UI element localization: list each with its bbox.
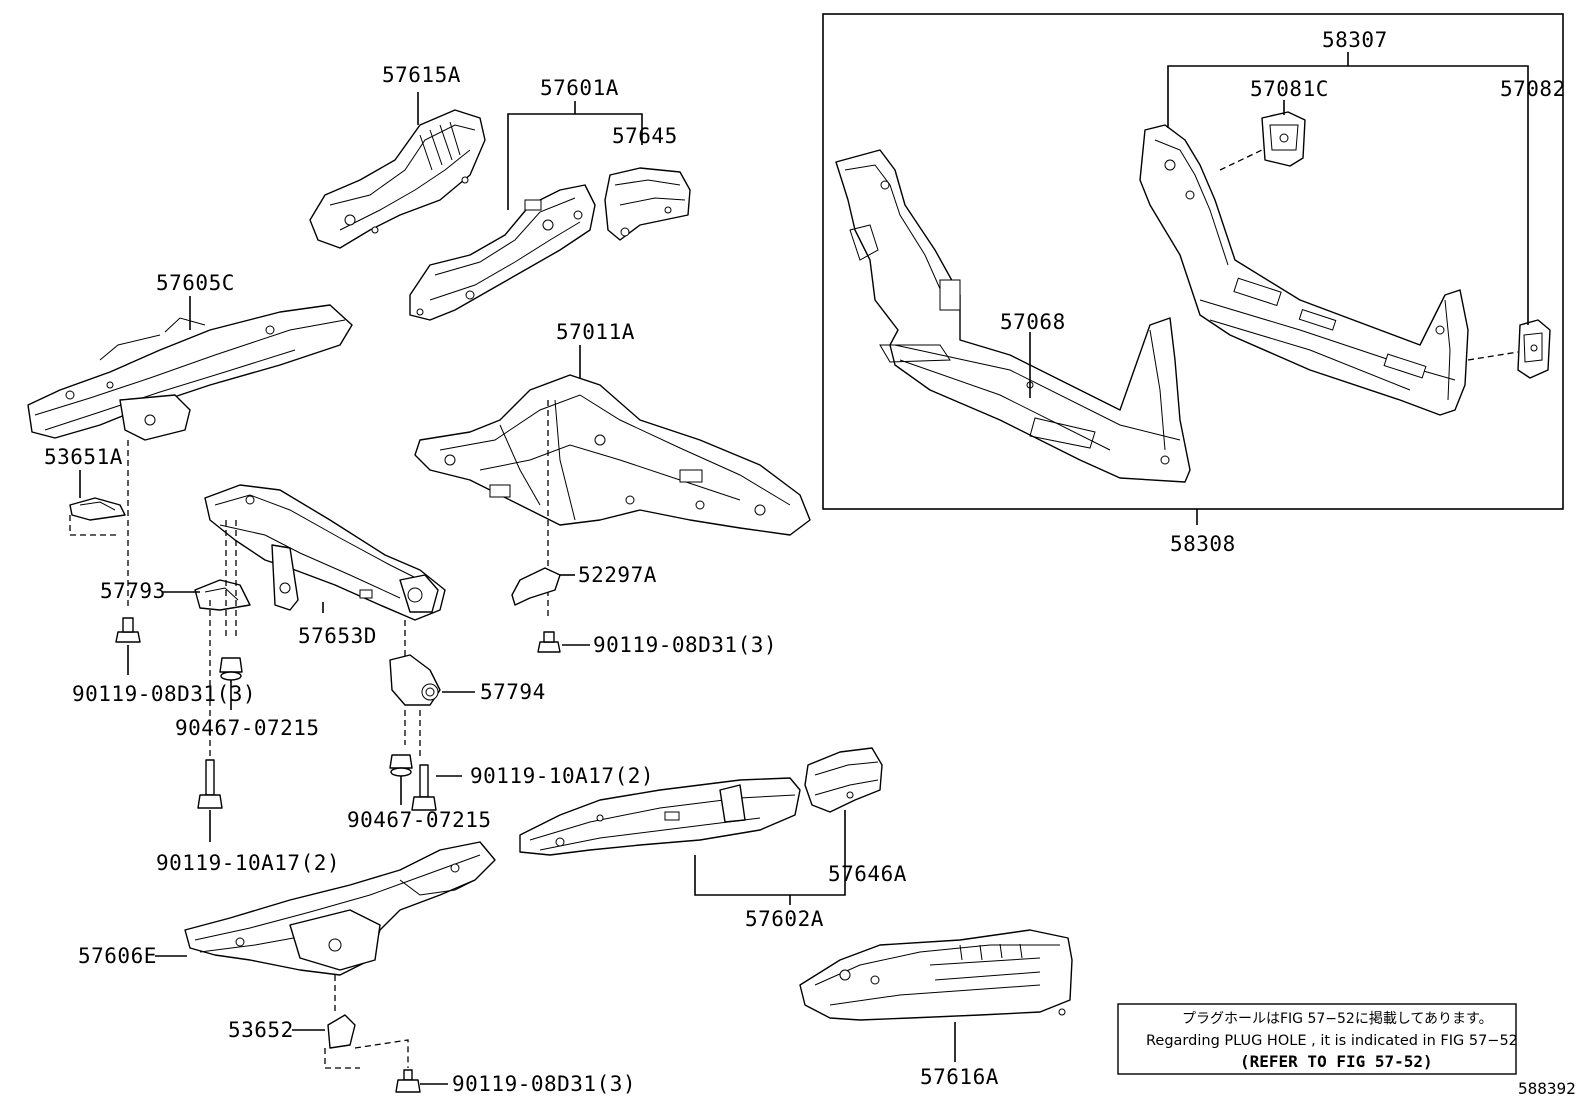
part-58307 [1139, 124, 1469, 416]
label-57082: 57082 [1500, 77, 1566, 101]
label-90119-08D31-left: 90119-08D31(3) [72, 682, 256, 706]
label-58308: 58308 [1170, 532, 1236, 556]
label-57011A: 57011A [556, 320, 635, 344]
label-57606E: 57606E [78, 944, 157, 968]
label-53651A: 53651A [44, 445, 123, 469]
part-57646A [804, 747, 883, 813]
figure-id: 588392 [1518, 1079, 1576, 1098]
label-52297A: 52297A [578, 563, 657, 587]
part-57601A [409, 184, 596, 321]
label-90467-07215-lower: 90467-07215 [347, 808, 492, 832]
part-57606E [184, 841, 496, 976]
part-53652 [327, 1014, 356, 1049]
part-57082 [1517, 319, 1551, 379]
label-57615A: 57615A [382, 63, 461, 87]
part-57653D [204, 484, 446, 621]
part-57645 [604, 167, 691, 241]
nut-90467-07215-lower [389, 754, 413, 777]
part-57615A [309, 109, 486, 249]
note-line-jp: プラグホールはFIG 57−52に掲載してあります。 [1182, 1011, 1493, 1027]
part-57011A [414, 374, 811, 536]
label-57602A: 57602A [745, 907, 824, 931]
note-line-en: Regarding PLUG HOLE , it is indicated in… [1146, 1033, 1518, 1049]
label-90119-10A17-lower: 90119-10A17(2) [470, 764, 654, 788]
part-52297A [511, 567, 561, 606]
bolt-90119-08D31-left [115, 617, 141, 643]
bolt-90119-08D31-bottom [395, 1069, 421, 1093]
bolt-90119-08D31-center [537, 631, 561, 653]
part-57794 [389, 654, 441, 706]
note-box [1117, 1003, 1517, 1075]
part-57605C [27, 304, 353, 441]
part-53651A [69, 497, 126, 521]
label-57601A: 57601A [540, 76, 619, 100]
nut-90467-07215-top [219, 657, 243, 681]
label-57794: 57794 [480, 680, 546, 704]
part-57068 [835, 149, 1191, 483]
label-90119-10A17-left: 90119-10A17(2) [156, 851, 340, 875]
label-90467-07215-top: 90467-07215 [175, 716, 320, 740]
label-57645: 57645 [612, 124, 678, 148]
label-57068: 57068 [1000, 310, 1066, 334]
label-58307: 58307 [1322, 28, 1388, 52]
label-57646A: 57646A [828, 862, 907, 886]
label-57605C: 57605C [156, 271, 235, 295]
bolt-90119-10A17-lower [411, 764, 437, 811]
part-57793 [194, 579, 251, 611]
label-53652: 53652 [228, 1018, 294, 1042]
note-line-ref: (REFER TO FIG 57-52) [1240, 1052, 1433, 1071]
label-57653D: 57653D [298, 624, 377, 648]
part-57081C [1261, 111, 1306, 167]
part-57602A [519, 777, 801, 856]
label-90119-08D31-bottom: 90119-08D31(3) [452, 1072, 636, 1096]
label-90119-08D31-center: 90119-08D31(3) [593, 633, 777, 657]
label-57793: 57793 [100, 579, 166, 603]
label-57616A: 57616A [920, 1065, 999, 1089]
bolt-90119-10A17-left [197, 759, 223, 809]
part-57616A [799, 929, 1073, 1021]
label-57081C: 57081C [1250, 77, 1329, 101]
assembly-inset-box [822, 13, 1564, 510]
